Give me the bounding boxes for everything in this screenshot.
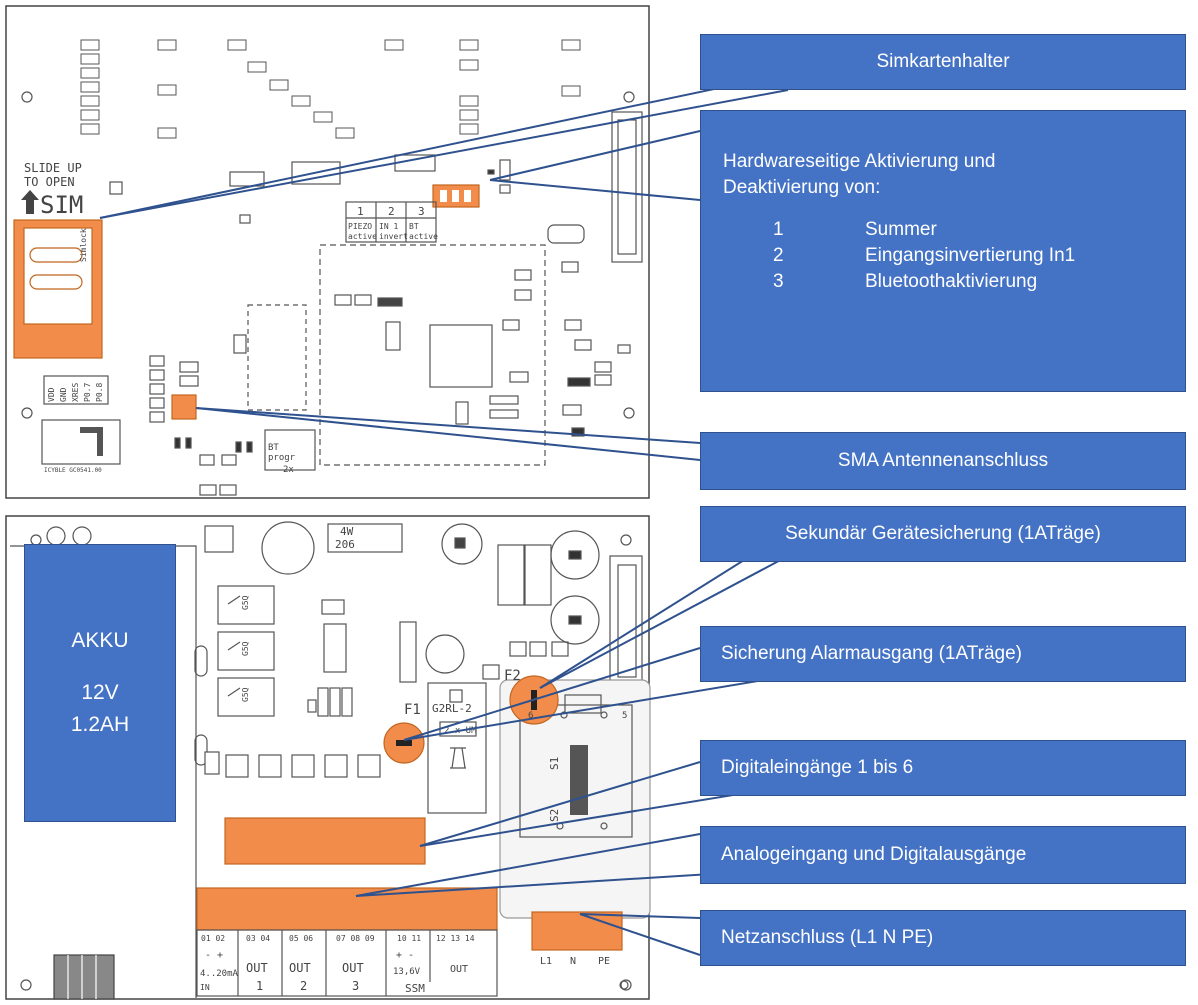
terminal-extra-voltage: 13,6V [393,967,421,977]
hw-item-2-number: 2 [773,245,784,266]
dip-func-3: BT [409,222,419,231]
callout-analog-digital: Analogeingang und Digitalausgänge [700,826,1186,884]
bt-label-1: BT [268,443,279,453]
callout-secondary-fuse-text: Sekundär Gerätesicherung (1ATräge) [785,523,1101,544]
terminal-extra-ssm: SSM [405,982,425,995]
dip-num-2: 2 [388,205,395,218]
callout-sma-antenna-text: SMA Antennenanschluss [837,450,1049,471]
hw-item-1-text: Summer [865,219,937,240]
hw-title-line-1: Hardwareseitige Aktivierung und [723,151,996,172]
terminal-num-4: 07 08 09 [336,934,375,943]
terminal-num-2: 03 04 [246,934,270,943]
transformer-s2: S2 [548,809,561,822]
hw-item-1-number: 1 [773,219,784,240]
sim-lock-label: Simlock [79,228,88,262]
callout-mains: Netzanschluss (L1 N PE) [700,910,1186,966]
terminal-num-6: 12 13 14 [436,934,475,943]
module-label: ICYBLE GC0541.00 [44,467,102,474]
net-l1: L1 [540,956,552,967]
terminal-out-1: OUT [246,961,268,975]
fuse-f2-label: F2 [504,668,521,684]
relay-small-2: G5Q [241,641,250,656]
relay-small-3: G5Q [241,687,250,702]
sim-slide-line-1: SLIDE UP [24,161,82,175]
terminal-extra-minus-plus: - + [205,950,223,961]
terminal-extra-in: IN [200,983,210,992]
dip-num-3: 3 [418,205,425,218]
bt-label-2: progr [268,453,296,463]
callout-digital-inputs: Digitaleingänge 1 bis 6 [700,740,1186,796]
dip-state-2: invert [379,232,408,241]
transformer-pin-5: 5 [622,711,627,721]
top-board [5,5,650,499]
terminal-out-4: OUT [450,964,468,975]
terminal-digit-2: 2 [300,979,307,993]
hw-item-3-text: Bluetoothaktivierung [865,271,1038,292]
terminal-out-2: OUT [289,961,311,975]
callout-mains-text: Netzanschluss (L1 N PE) [721,927,934,948]
fuse-f1-label: F1 [404,702,421,718]
terminal-extra-mA: 4..20mA [200,969,239,979]
dip-func-2: IN 1 [379,222,398,231]
hw-item-1: 1 Summer [773,217,1171,243]
hw-item-2-text: Eingangsinvertierung In1 [865,245,1076,266]
pin-gnd: GND [59,387,68,402]
callout-simkartenhalter-text: Simkartenhalter [876,51,1010,72]
bt-label-3: 2x [283,465,294,475]
resistor-label-1: 4W [340,525,354,538]
pin-xres: XRES [71,383,80,402]
terminal-extra-pm: + - [396,950,414,961]
relay-label: G2RL-2 [432,702,472,715]
relay-small-1: G5Q [241,595,250,610]
terminal-num-5: 10 11 [397,934,421,943]
pin-p08: P0.8 [95,383,104,402]
battery-name: AKKU [71,629,129,652]
battery-voltage: 12V [81,681,119,704]
callout-digital-inputs-text: Digitaleingänge 1 bis 6 [721,757,914,778]
dip-func-1: PIEZO [348,222,372,231]
hw-item-3-number: 3 [773,271,784,292]
terminal-digit-3: 3 [352,979,359,993]
pin-vdd: VDD [47,387,56,402]
hw-title-line-2: Deaktivierung von: [723,177,881,198]
resistor-label-2: 206 [335,538,355,551]
transformer-s1: S1 [548,757,561,770]
net-pe: PE [598,956,610,967]
battery-label-box: AKKU 12V 1.2AH [24,544,176,822]
terminal-digit-1: 1 [256,979,263,993]
sim-slide-line-2: TO OPEN [24,175,75,189]
dip-num-1: 1 [357,205,364,218]
net-n: N [570,956,576,967]
callout-alarm-fuse: Sicherung Alarmausgang (1ATräge) [700,626,1186,682]
battery-capacity: 1.2AH [70,713,130,736]
dip-state-3: active [409,232,438,241]
terminal-num-3: 05 06 [289,934,313,943]
callout-analog-digital-text: Analogeingang und Digitalausgänge [721,844,1027,865]
callout-secondary-fuse: Sekundär Gerätesicherung (1ATräge) [700,506,1186,562]
pin-p07: P0.7 [83,383,92,402]
transformer-pin-6: 6 [528,711,533,721]
callout-alarm-fuse-text: Sicherung Alarmausgang (1ATräge) [721,643,1022,664]
callout-sma-antenna: SMA Antennenanschluss [700,432,1186,490]
dip-state-1: active [348,232,377,241]
hw-item-2: 2 Eingangsinvertierung In1 [773,243,1171,269]
sim-label: SIM [40,191,83,219]
leader-lines [99,75,789,956]
hw-item-3: 3 Bluetoothaktivierung [773,269,1171,295]
terminal-num-1: 01 02 [201,934,225,943]
callout-hardware-activation: Hardwareseitige Aktivierung und Deaktivi… [700,110,1186,392]
callout-simkartenhalter: Simkartenhalter [700,34,1186,90]
arrow-up-icon [21,190,39,214]
terminal-out-3: OUT [342,961,364,975]
